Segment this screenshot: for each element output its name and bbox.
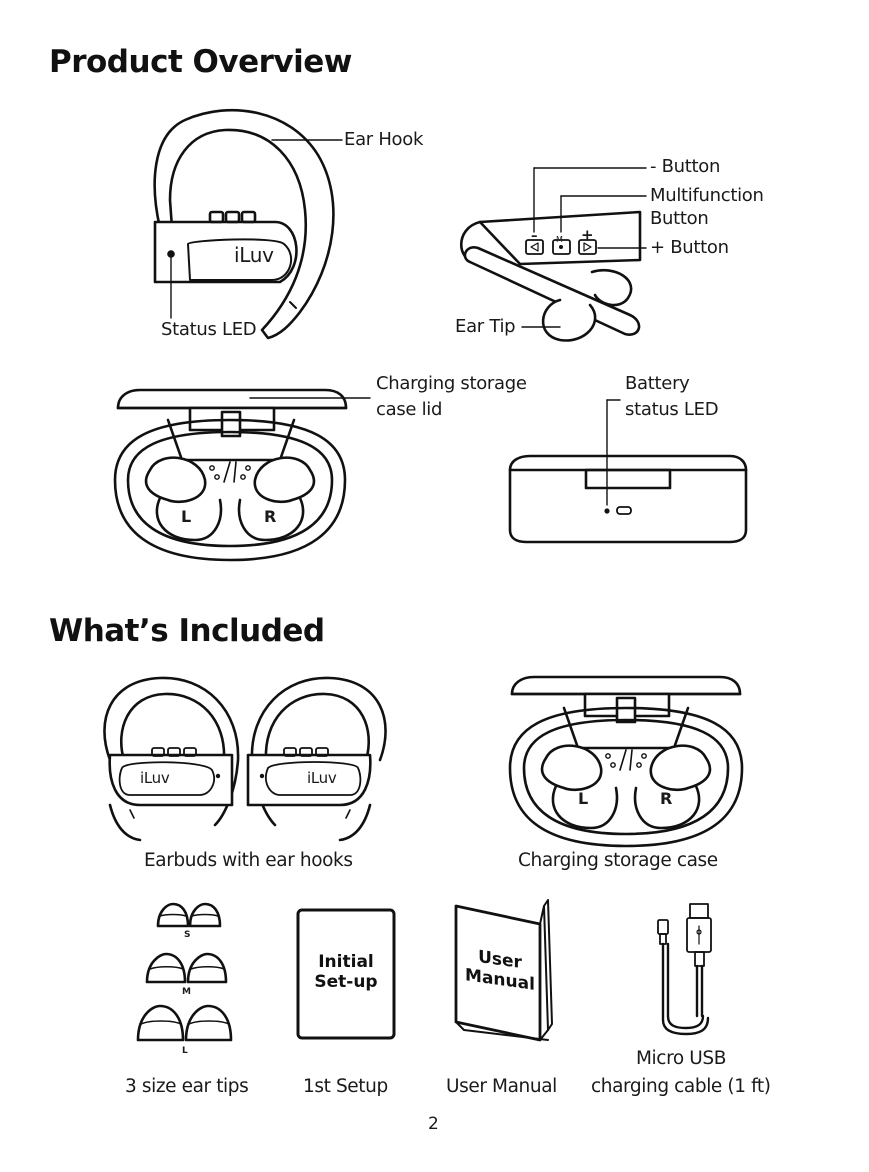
left-earbud-brand: iLuv	[140, 769, 170, 787]
battery-label-line1: Battery	[625, 373, 690, 394]
status-led-label: Status LED	[161, 319, 257, 340]
overview-heading: Product Overview	[49, 44, 352, 80]
included-case-illustration	[508, 675, 744, 848]
included-case-left-mark: L	[578, 789, 588, 808]
ear-hook-label: Ear Hook	[344, 129, 424, 150]
tip-size-large: L	[182, 1046, 188, 1056]
ear-tip-label: Ear Tip	[455, 316, 516, 337]
plus-button-label: + Button	[650, 237, 729, 258]
manual-caption: User Manual	[446, 1076, 557, 1097]
closed-case-illustration	[508, 399, 748, 544]
battery-label-line2: status LED	[625, 399, 719, 420]
setup-caption: 1st Setup	[303, 1076, 388, 1097]
cable-caption-line1: Micro USB	[636, 1048, 727, 1069]
multifunction-label-line1: Multifunction	[650, 185, 764, 206]
case-lid-label-line1: Charging storage	[376, 373, 527, 394]
earbud-side-illustration	[153, 108, 343, 340]
case-right-mark: R	[264, 507, 277, 526]
open-case-illustration	[113, 388, 371, 562]
included-heading: What’s Included	[49, 613, 325, 649]
setup-card-illustration	[296, 908, 396, 1040]
setup-card-line1: Initial	[318, 952, 374, 972]
earbuds-caption: Earbuds with ear hooks	[144, 850, 353, 871]
case-lid-label-line2: case lid	[376, 399, 443, 420]
multifunction-label-line2: Button	[650, 208, 709, 229]
usb-cable-illustration	[657, 903, 712, 1036]
earbuds-pair-illustration	[103, 676, 387, 842]
manual-booklet-illustration	[454, 899, 553, 1042]
cable-caption-line2: charging cable (1 ft)	[591, 1076, 771, 1097]
m-button-mark: M	[556, 235, 563, 244]
included-case-right-mark: R	[660, 789, 673, 808]
tip-size-medium: M	[182, 987, 191, 997]
page-number: 2	[428, 1114, 439, 1134]
ear-tips-caption: 3 size ear tips	[125, 1076, 249, 1097]
plus-button-mark: +	[581, 226, 594, 244]
ear-tips-illustration	[136, 902, 233, 1042]
minus-button-label: - Button	[650, 156, 721, 177]
case-caption: Charging storage case	[518, 850, 718, 871]
earbud-button-illustration	[459, 167, 647, 342]
right-earbud-brand: iLuv	[307, 769, 337, 787]
earbud-brand-text: iLuv	[234, 243, 274, 267]
setup-card-line2: Set-up	[314, 972, 378, 992]
tip-size-small: S	[184, 930, 191, 940]
minus-button-mark: –	[531, 229, 538, 244]
case-left-mark: L	[181, 507, 191, 526]
